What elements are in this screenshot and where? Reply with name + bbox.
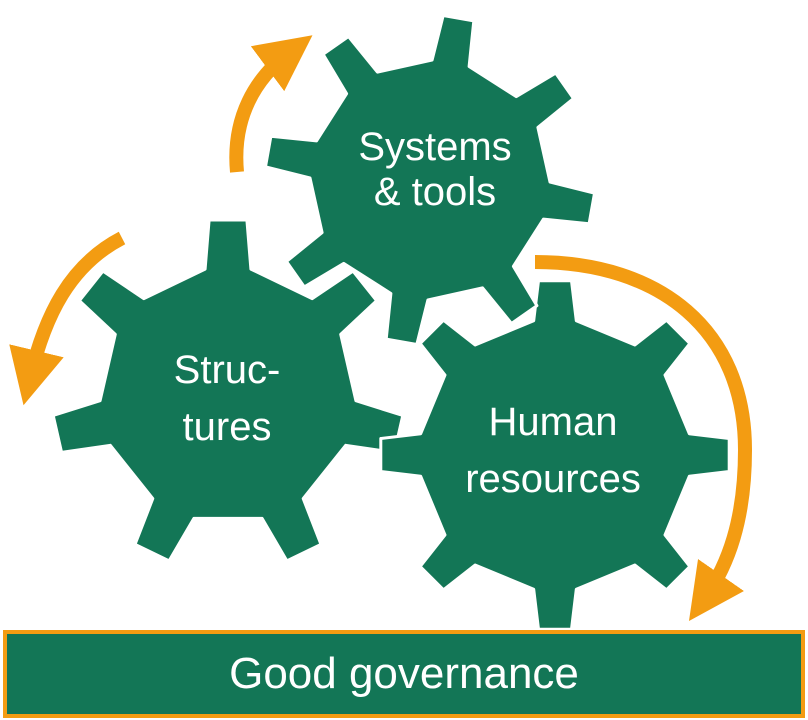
systems-tools-label-line2: & tools (374, 170, 496, 214)
human-resources-label-line2: resources (465, 457, 641, 501)
gear-human-shape (379, 279, 731, 631)
human-resources-gear (379, 279, 731, 631)
systems-tools-label-line1: Systems (358, 125, 511, 169)
structures-label-line2: tures (183, 405, 272, 449)
human-resources-label-line1: Human (489, 400, 618, 444)
good-governance-banner: Good governance (3, 630, 805, 718)
arrow-human-right (534, 255, 753, 621)
gear-systems-shape (264, 14, 596, 346)
structures-gear (51, 218, 405, 563)
systems-tools-gear (264, 14, 596, 346)
gear-structures-shape (51, 218, 405, 563)
arrow-structures-left (9, 231, 126, 406)
banner-label: Good governance (229, 649, 579, 698)
structures-label-line1: Struc- (174, 348, 281, 392)
arrow-systems-up (229, 35, 313, 173)
